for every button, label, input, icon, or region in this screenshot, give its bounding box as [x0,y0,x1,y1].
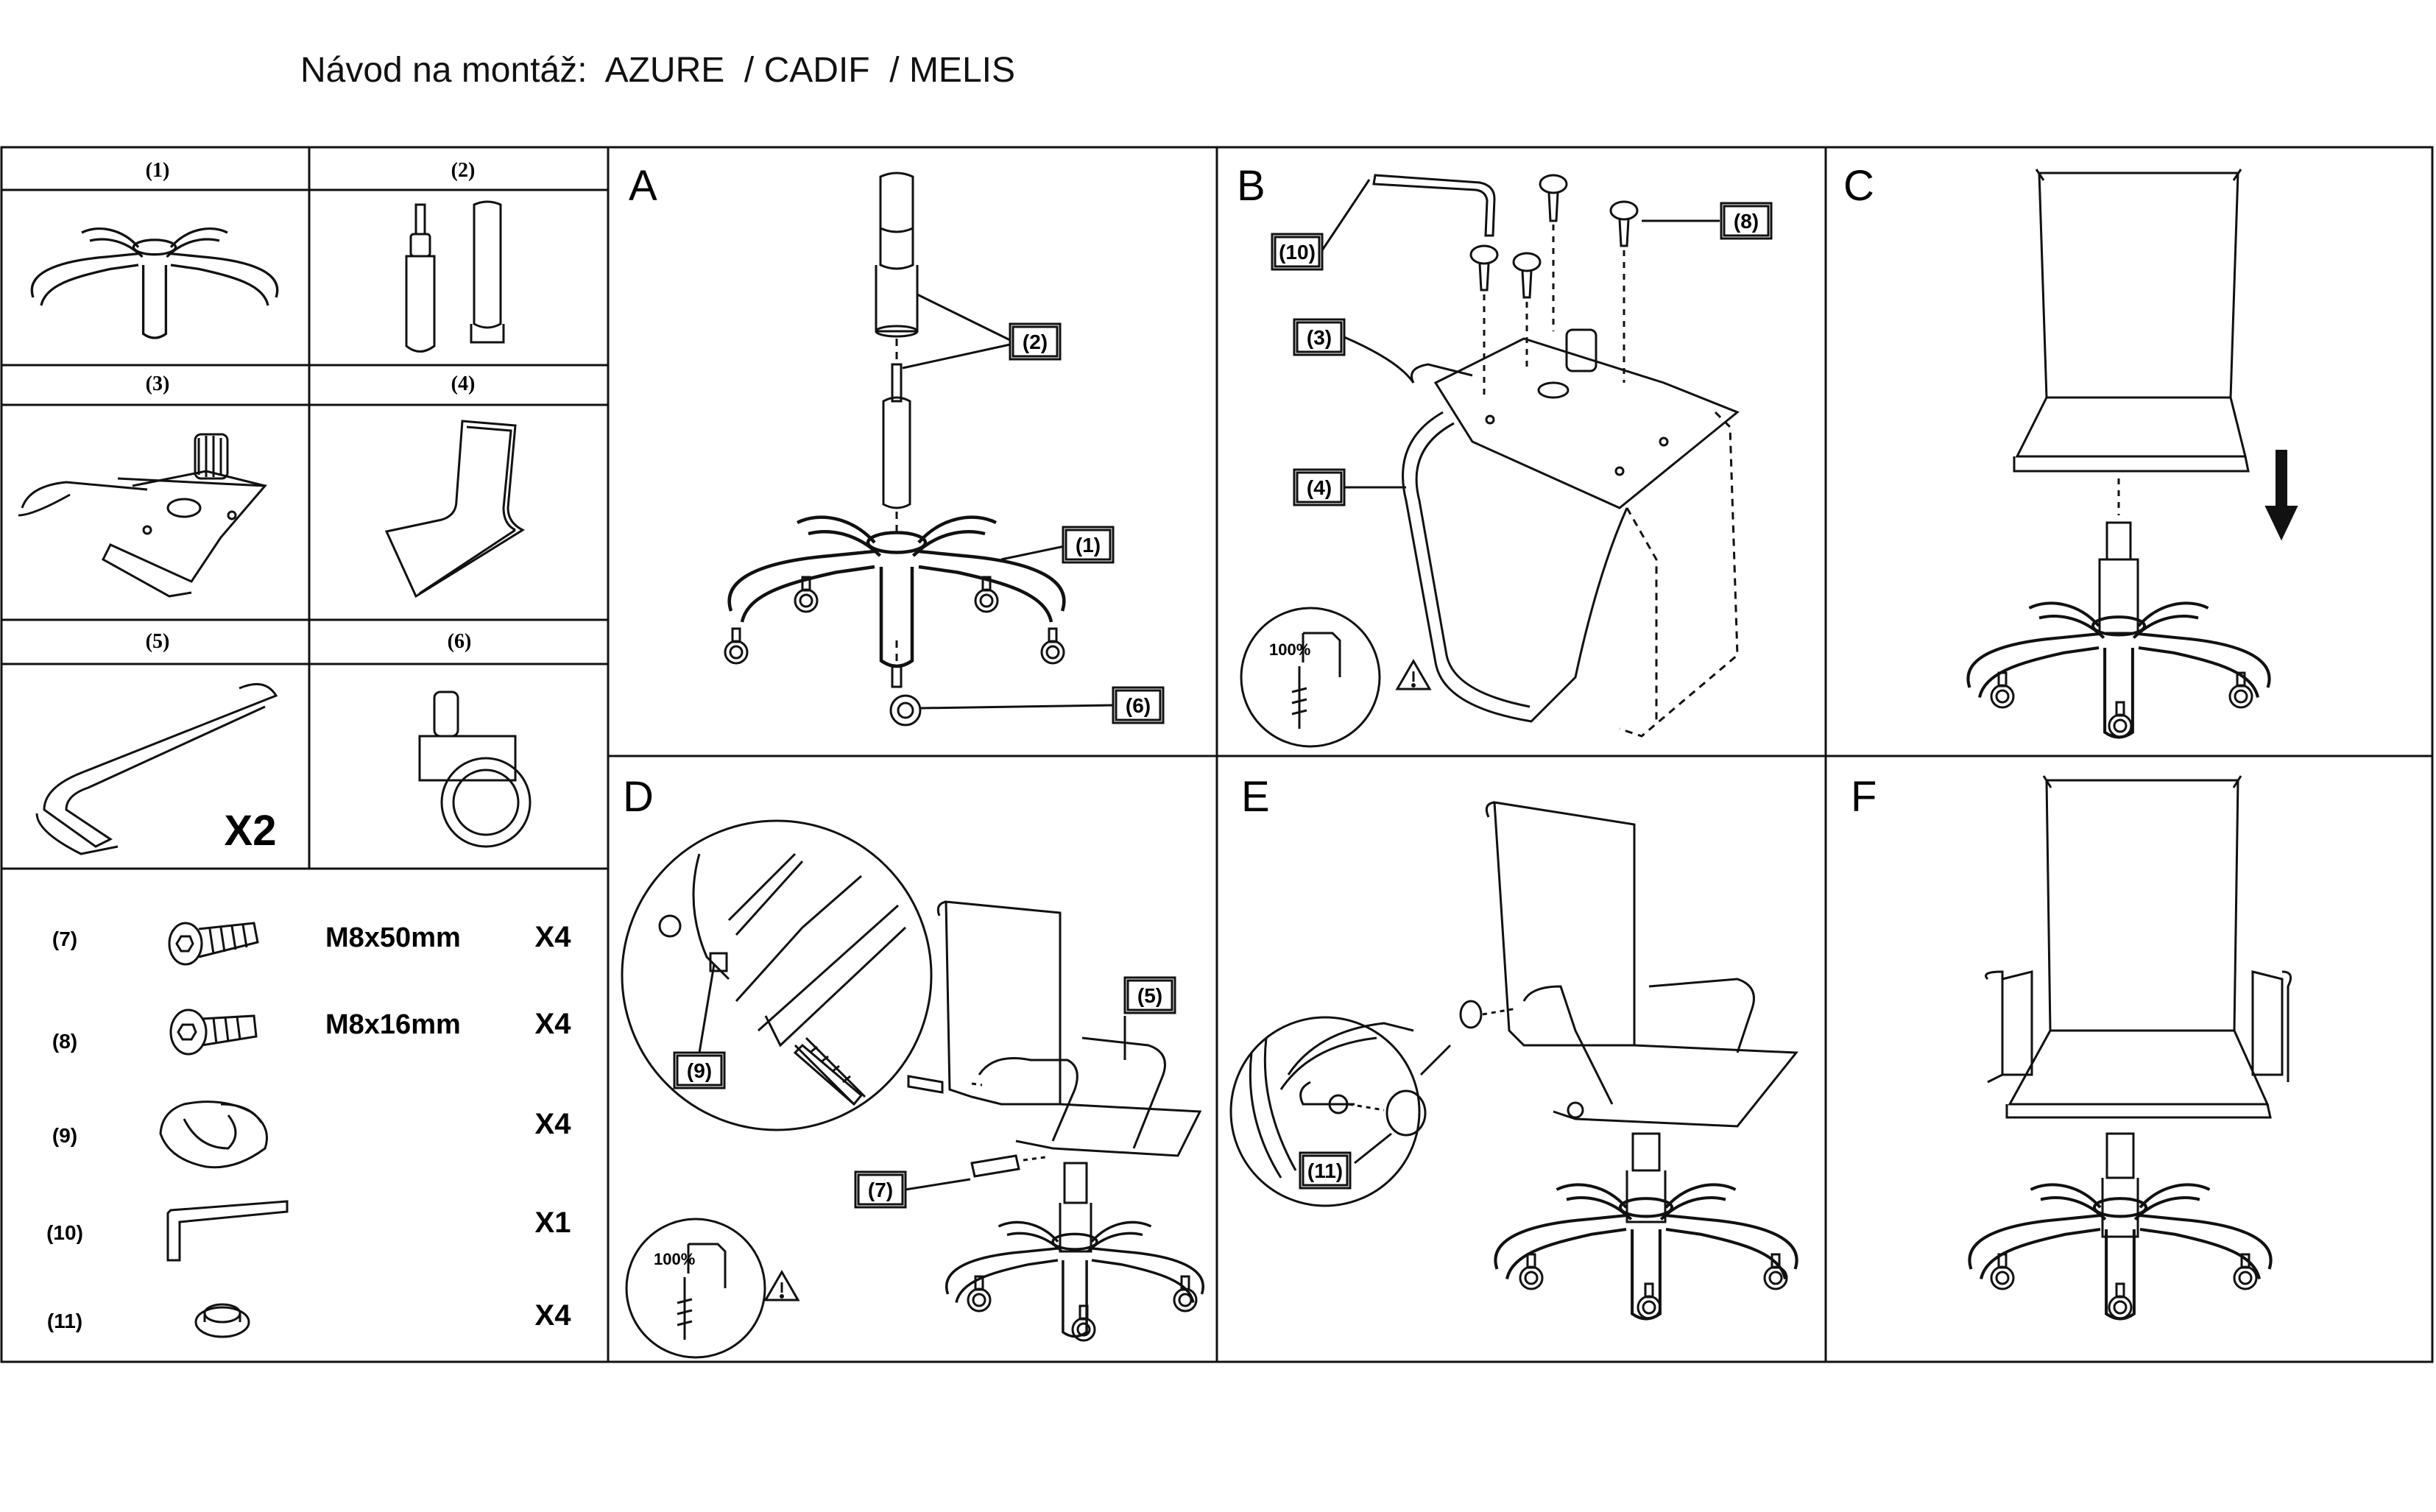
part-number: (5) [146,630,170,653]
bolt-icon [1469,244,1499,398]
part-4: (4) [384,372,526,598]
step-letter: A [629,162,657,210]
hardware-9: (9) X4 [52,1101,572,1169]
seat-back-icon [384,420,526,598]
hardware-size: M8x16mm [325,1009,461,1040]
hardware-8: (8) M8x16mm X4 [52,1008,572,1056]
step-letter: D [623,773,654,821]
part-number: (4) [451,372,476,395]
tilt-mechanism-icon [18,433,268,598]
part-2: (2) [405,159,505,353]
callout-label: (2) [1023,331,1048,353]
bolt-icon [1539,174,1568,331]
step-b: B [1237,162,1773,748]
part-6: (6) [418,630,532,848]
part-number: (2) [451,159,476,182]
bushing-icon [159,1101,268,1169]
hardware-number: (9) [52,1124,77,1147]
part-number: (6) [448,630,472,653]
hardware-11: (11) X4 [47,1299,572,1338]
step-letter: C [1843,162,1874,210]
hardware-quantity: X4 [535,1108,572,1140]
bolt-icon [1609,200,1639,383]
warning-icon [763,1270,800,1301]
step-letter: E [1241,773,1270,821]
callout-label: (4) [1307,476,1332,499]
hardware-10: (10) X1 [46,1200,571,1262]
part-number: (1) [146,159,170,182]
hardware-quantity: X4 [535,1299,572,1332]
document-title: Návod na montáž: AZURE / CADIF / MELIS [300,51,1015,90]
step-a: A (2) [629,162,1165,727]
hardware-quantity: X1 [535,1207,571,1239]
callout-label: (3) [1307,326,1332,349]
hardware-quantity: X4 [535,921,572,953]
part-5: (5) X2 [35,630,278,855]
down-arrow-icon [2264,450,2298,541]
part-3: (3) [18,372,268,598]
bolt-short-icon [169,1008,258,1056]
bolt-long-icon [168,922,259,966]
step-d: D [621,773,1204,1359]
callout-label: (7) [868,1179,893,1201]
star-base-icon [30,227,279,339]
gas-lift-icon [405,200,505,353]
hardware-size: M8x50mm [325,922,461,953]
step-c: C [1843,162,2298,738]
caster-icon [418,690,532,848]
parts-list: (1) (2) (3) [18,159,532,855]
part-number: (3) [146,372,170,395]
cap-icon [194,1303,250,1338]
hardware-quantity: X4 [535,1008,572,1040]
hardware-7: (7) M8x50mm X4 [52,921,572,966]
hardware-number: (10) [46,1221,83,1244]
hardware-list: (7) M8x50mm X4 (8) M8x16mm X4 (9) [46,921,572,1338]
part-1: (1) [30,159,279,339]
hardware-number: (7) [52,928,77,950]
part-quantity: X2 [225,807,277,855]
step-f: F [1851,773,2292,1319]
callout-label: (8) [1734,210,1759,233]
callout-label: (9) [687,1059,712,1082]
bolt-icon [1512,252,1542,368]
callout-label: (10) [1279,241,1316,264]
armrest-icon [35,682,278,855]
callout-label: (11) [1307,1159,1343,1182]
warning-icon [1395,659,1432,690]
grid-lines [0,146,2434,1363]
step-letter: F [1851,773,1877,821]
callout-label: (5) [1137,984,1162,1007]
torque-label: 100% [1269,640,1310,659]
callout-label: (6) [1126,694,1151,717]
torque-label: 100% [654,1250,695,1268]
hardware-number: (11) [47,1310,82,1332]
step-letter: B [1237,162,1265,210]
callout-label: (1) [1076,534,1101,557]
allen-key-icon [166,1200,289,1262]
step-e: E (11) [1229,773,1799,1319]
hardware-number: (8) [52,1030,77,1053]
